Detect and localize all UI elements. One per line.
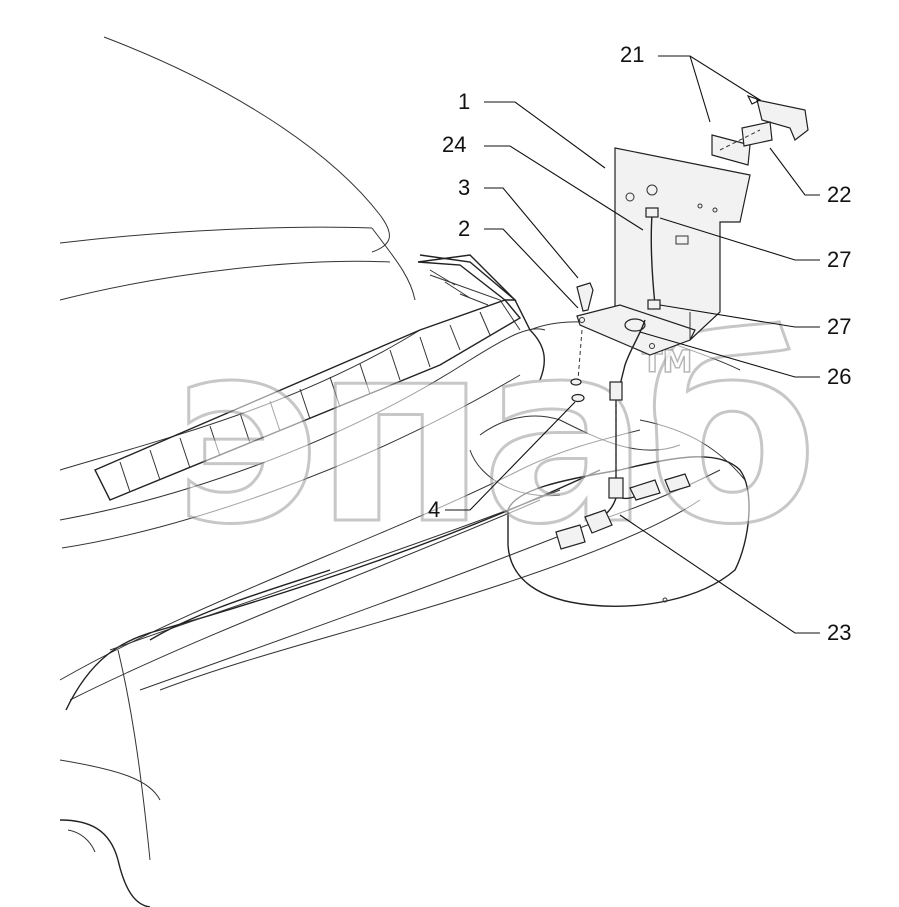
callout-1: 1 bbox=[458, 89, 470, 114]
callout-23: 23 bbox=[827, 620, 851, 645]
leader-lines bbox=[445, 55, 820, 634]
callout-labels: 21 1 24 3 2 22 27 27 26 4 23 bbox=[428, 42, 851, 645]
wiring-harness bbox=[555, 207, 691, 550]
callout-4: 4 bbox=[428, 497, 440, 522]
callout-26: 26 bbox=[827, 364, 851, 389]
callout-24: 24 bbox=[442, 132, 466, 157]
handle-assembly bbox=[711, 99, 809, 166]
callout-2: 2 bbox=[458, 216, 470, 241]
callout-21: 21 bbox=[620, 42, 644, 67]
watermark-text: эпаб bbox=[172, 288, 812, 579]
watermark: эпаб TM bbox=[171, 287, 820, 581]
callout-27-lower: 27 bbox=[827, 314, 851, 339]
vent-grille bbox=[94, 254, 522, 501]
fasteners bbox=[570, 129, 761, 475]
callout-22: 22 bbox=[827, 182, 851, 207]
callout-3: 3 bbox=[458, 175, 470, 200]
callout-27-upper: 27 bbox=[827, 247, 851, 272]
parts bbox=[555, 99, 809, 550]
